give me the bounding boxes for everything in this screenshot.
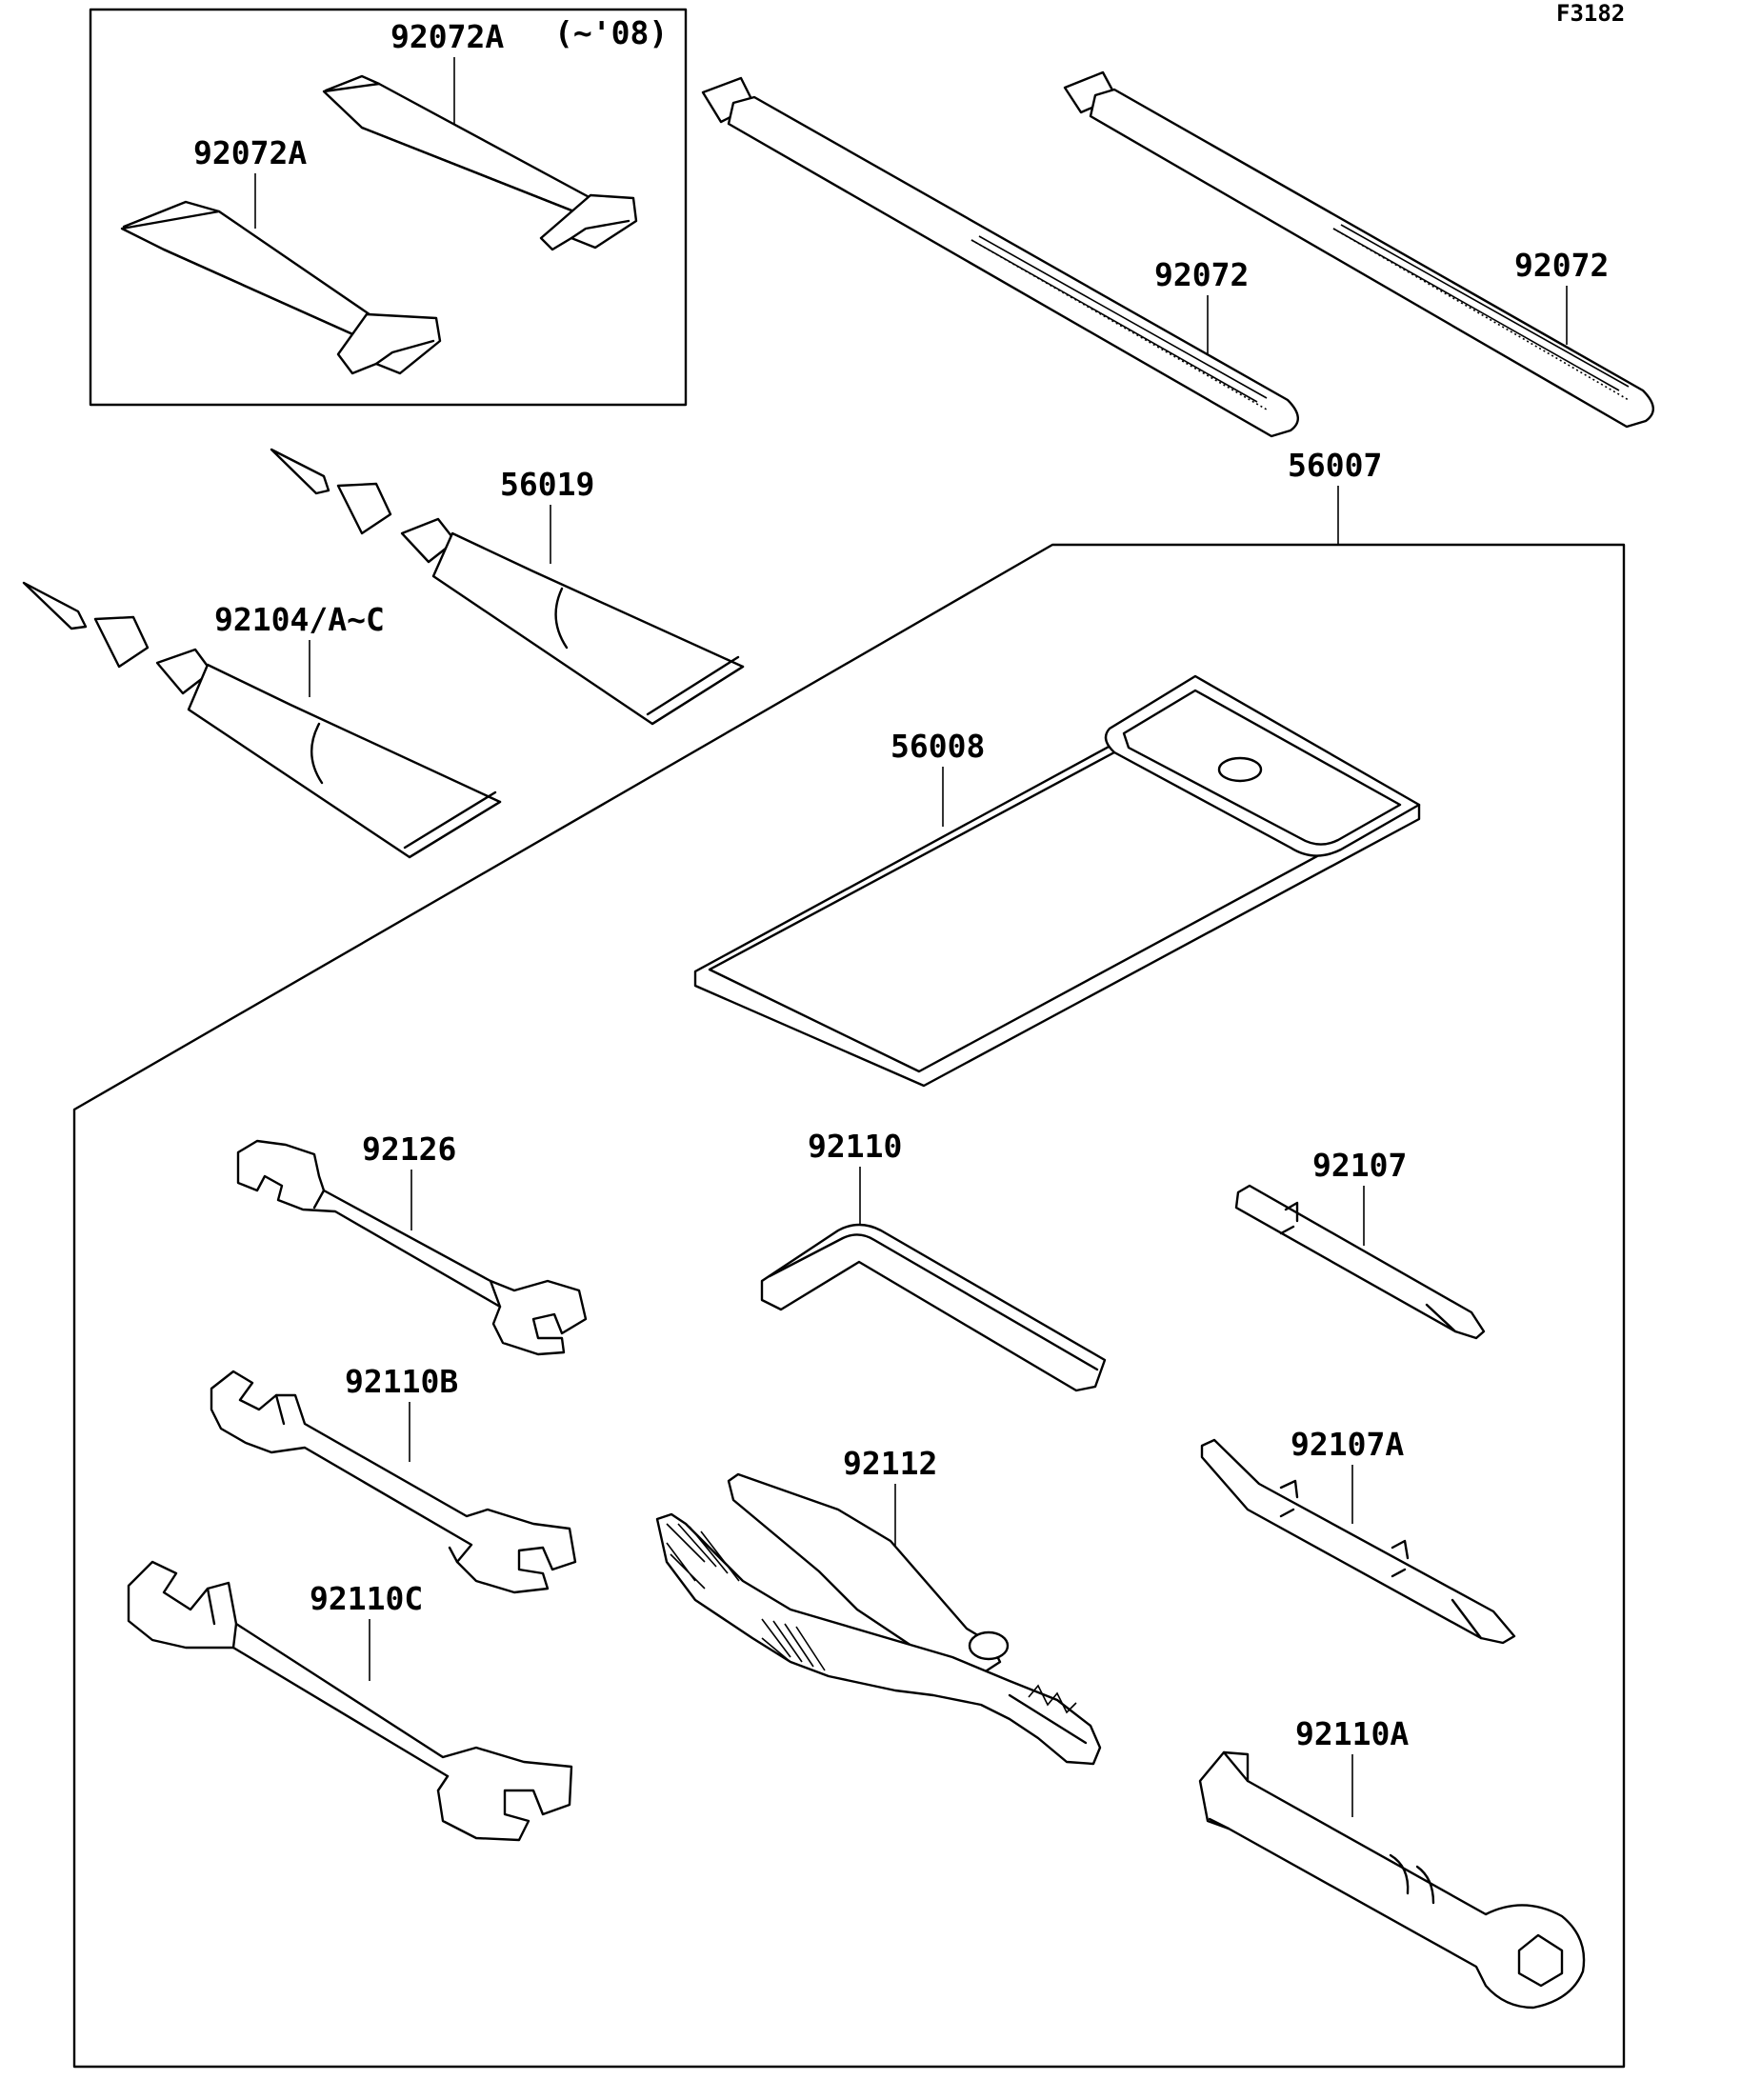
screwdriver-combo — [1200, 1438, 1516, 1645]
label-wrench-top: 92126 — [362, 1130, 456, 1168]
label-screwdriver-phillips: 92107 — [1312, 1147, 1407, 1184]
label-grease-lower: 92104/A~C — [214, 601, 385, 638]
grease-tube-upper — [270, 448, 745, 726]
battery-strap-upper — [322, 57, 638, 251]
label-grease-upper: 56019 — [500, 466, 594, 503]
label-wrench-mid: 92110B — [345, 1363, 458, 1400]
hex-key — [760, 1167, 1107, 1392]
label-model-note: (~'08) — [554, 14, 668, 51]
label-band-left: 92072 — [1154, 256, 1249, 293]
label-band-right: 92072 — [1514, 247, 1609, 284]
label-hex-key: 92110 — [808, 1128, 902, 1165]
wrench-bottom — [127, 1560, 573, 1842]
label-strap-lower: 92072A — [193, 134, 307, 171]
box-wrench — [1198, 1750, 1586, 2010]
label-wrench-bottom: 92110C — [310, 1580, 423, 1617]
label-pliers: 92112 — [843, 1445, 937, 1482]
tool-case-pouch — [693, 674, 1421, 1088]
cable-tie-right — [1063, 70, 1654, 429]
label-screwdriver-combo: 92107A — [1291, 1426, 1404, 1463]
battery-strap-lower — [120, 173, 442, 375]
tool-kit-outline — [72, 543, 1626, 2069]
label-tool-case: 56008 — [891, 728, 985, 765]
cable-tie-left — [701, 76, 1299, 438]
label-tool-kit: 56007 — [1288, 447, 1382, 484]
figure-code: F3182 — [1556, 0, 1625, 27]
wrench-middle — [210, 1370, 577, 1594]
pliers — [655, 1472, 1102, 1766]
wrench-top — [236, 1139, 588, 1356]
grease-tube-lower — [22, 581, 502, 859]
label-box-wrench: 92110A — [1295, 1715, 1409, 1752]
label-strap-upper: 92072A — [390, 18, 504, 55]
screwdriver-phillips — [1234, 1184, 1486, 1340]
strap-inset-box — [89, 8, 688, 407]
